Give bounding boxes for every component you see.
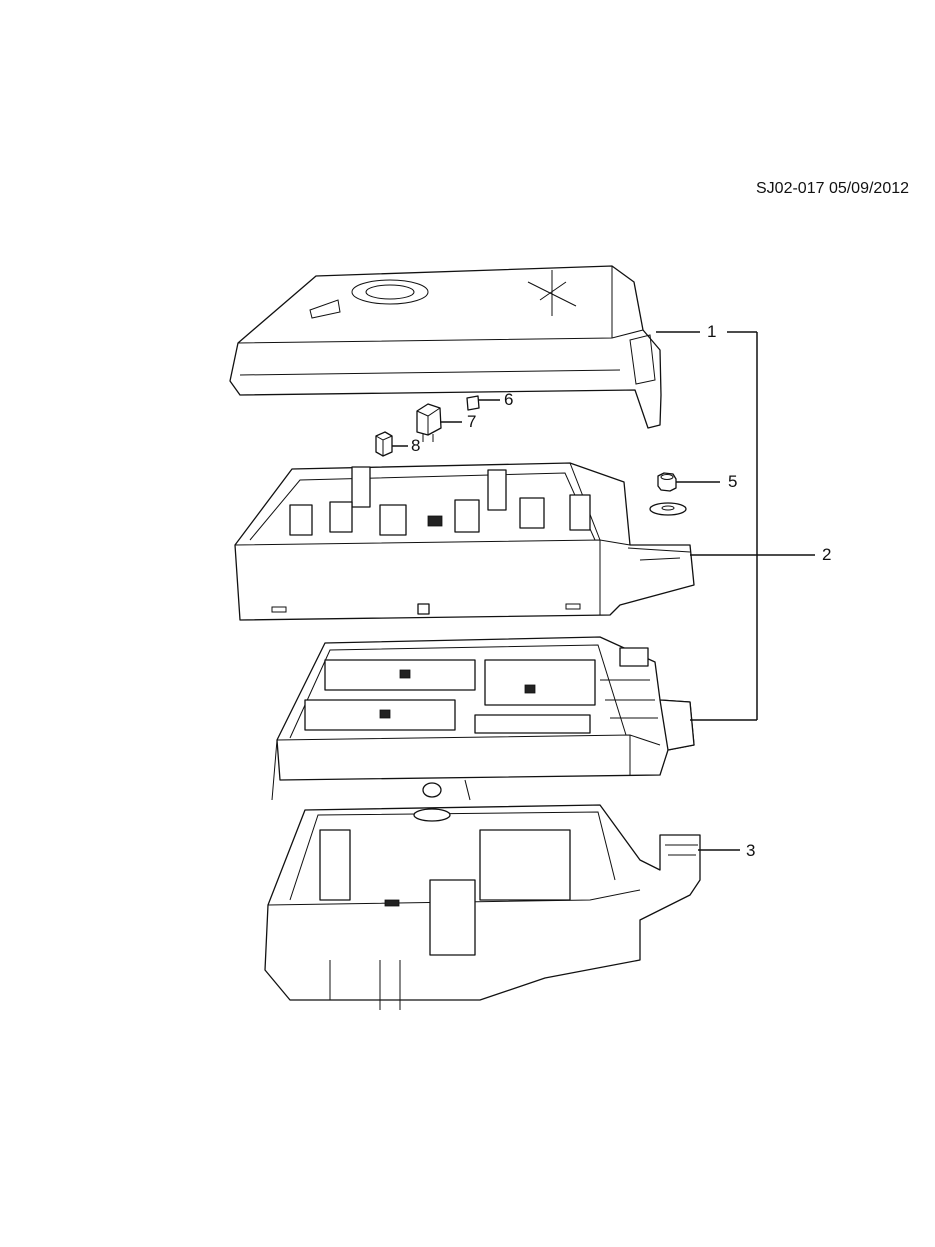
callout-1: 1 <box>707 322 717 341</box>
part-3-tray <box>264 779 701 1010</box>
part-7-relay <box>416 403 442 442</box>
part-2-housing-upper <box>234 462 695 621</box>
part-5-nut-washer <box>649 472 687 516</box>
callout-2: 2 <box>822 545 832 564</box>
part-6-fuse <box>466 395 480 411</box>
drawing-code: SJ02-017 05/09/2012 <box>756 180 910 197</box>
leader-lines <box>392 331 815 851</box>
callout-3: 3 <box>746 841 756 860</box>
part-1-cover <box>229 265 662 429</box>
part-8-block <box>375 431 393 457</box>
callout-7: 7 <box>467 412 477 431</box>
part-2-board <box>271 636 695 801</box>
callout-8: 8 <box>411 436 421 455</box>
callout-5: 5 <box>728 472 738 491</box>
callout-6: 6 <box>504 390 514 409</box>
